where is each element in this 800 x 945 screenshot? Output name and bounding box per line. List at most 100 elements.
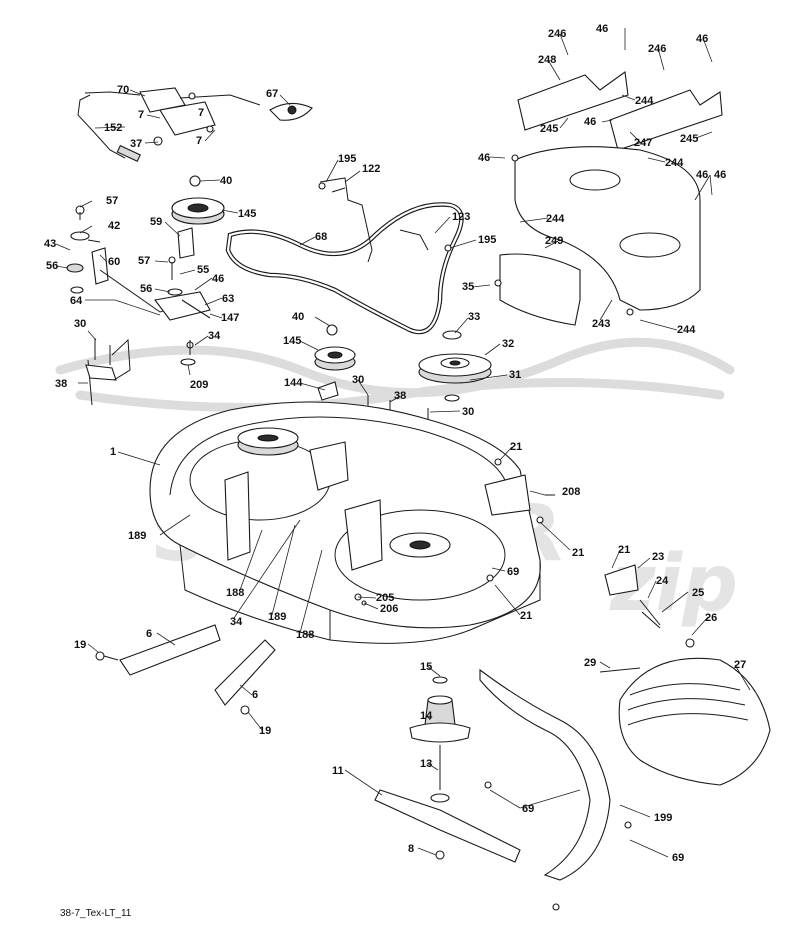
callout-40-b: 40	[292, 311, 304, 323]
callout-152: 152	[104, 122, 122, 134]
callout-243: 243	[592, 318, 610, 330]
callout-249: 249	[545, 235, 563, 247]
callout-206: 206	[380, 603, 398, 615]
callout-46-e: 46	[696, 169, 708, 181]
callout-25: 25	[692, 587, 704, 599]
callout-21-c: 21	[618, 544, 630, 556]
callout-246: 246	[548, 28, 566, 40]
belt-covers	[494, 71, 723, 326]
callout-145-b: 145	[283, 335, 301, 347]
callout-23: 23	[652, 551, 664, 563]
callout-32: 32	[502, 338, 514, 350]
callout-labels: 70 67 7 7 152 37 7 40 145 57 42 43 60 56…	[44, 23, 746, 864]
callout-122: 122	[362, 163, 380, 175]
callout-69: 69	[507, 566, 519, 578]
callout-30-b: 30	[352, 374, 364, 386]
mower-deck	[149, 401, 555, 644]
callout-57-b: 57	[138, 255, 150, 267]
callout-145: 145	[238, 208, 256, 220]
callout-30-c: 30	[462, 406, 474, 418]
callout-24: 24	[656, 575, 669, 587]
callout-43: 43	[44, 238, 56, 250]
callout-199: 199	[654, 812, 672, 824]
callout-19: 19	[74, 639, 86, 651]
lift-cable-assembly	[77, 87, 313, 163]
callout-40: 40	[220, 175, 232, 187]
callout-147: 147	[221, 312, 239, 324]
spindle-blade-assembly	[374, 676, 521, 863]
callout-244: 244	[635, 95, 654, 107]
callout-245: 245	[540, 123, 558, 135]
callout-46-a: 46	[596, 23, 608, 35]
callout-7: 7	[196, 135, 202, 147]
callout-244-b: 244	[665, 157, 684, 169]
callout-195: 195	[338, 153, 356, 165]
callout-56: 56	[46, 260, 58, 272]
callout-209: 209	[190, 379, 208, 391]
callout-246-b: 246	[648, 43, 666, 55]
callout-46-b: 46	[696, 33, 708, 45]
callout-15: 15	[420, 661, 432, 673]
callout-7: 7	[138, 109, 144, 121]
callout-67: 67	[266, 88, 278, 100]
callout-195-b: 195	[478, 234, 496, 246]
leader-lines	[55, 28, 751, 858]
callout-69-b: 69	[522, 803, 534, 815]
callout-6-b: 6	[252, 689, 258, 701]
callout-7-b: 7	[198, 107, 204, 119]
callout-205: 205	[376, 592, 394, 604]
callout-69-c: 69	[672, 852, 684, 864]
callout-56-b: 56	[140, 283, 152, 295]
callout-189-b: 189	[268, 611, 286, 623]
callout-30: 30	[74, 318, 86, 330]
discharge-chute	[599, 564, 771, 786]
callout-64: 64	[70, 295, 83, 307]
callout-31: 31	[509, 369, 521, 381]
callout-188-b: 188	[296, 629, 314, 641]
callout-38: 38	[55, 378, 67, 390]
callout-33: 33	[468, 311, 480, 323]
callout-55: 55	[197, 264, 209, 276]
callout-46: 46	[212, 273, 224, 285]
callout-21: 21	[510, 441, 522, 453]
callout-70: 70	[117, 84, 129, 96]
callout-21-b: 21	[572, 547, 584, 559]
footer-code: 38-7_Tex-LT_11	[60, 908, 132, 919]
callout-245-b: 245	[680, 133, 698, 145]
callout-13: 13	[420, 758, 432, 770]
callout-46-c: 46	[584, 116, 596, 128]
callout-26: 26	[705, 612, 717, 624]
blade-guard	[479, 668, 632, 911]
callout-63: 63	[222, 293, 234, 305]
callout-57: 57	[106, 195, 118, 207]
callout-37: 37	[130, 138, 142, 150]
callout-248: 248	[538, 54, 556, 66]
callout-19-b: 19	[259, 725, 271, 737]
callout-144: 144	[284, 377, 303, 389]
callout-35: 35	[462, 281, 474, 293]
idler-arm-assembly	[66, 175, 225, 366]
callout-68: 68	[315, 231, 327, 243]
callout-38-b: 38	[394, 390, 406, 402]
callout-208: 208	[562, 486, 580, 498]
callout-14: 14	[420, 710, 433, 722]
callout-189: 189	[128, 530, 146, 542]
deck-hangers	[95, 624, 276, 715]
callout-59: 59	[150, 216, 162, 228]
callout-27: 27	[734, 659, 746, 671]
callout-1: 1	[110, 446, 116, 458]
callout-34-b: 34	[230, 616, 243, 628]
callout-188: 188	[226, 587, 244, 599]
callout-11: 11	[332, 765, 344, 777]
callout-247: 247	[634, 137, 652, 149]
deck-bracket-left	[85, 338, 131, 406]
callout-244-d: 244	[677, 324, 696, 336]
callout-123: 123	[452, 211, 470, 223]
callout-46-f: 46	[714, 169, 726, 181]
callout-42: 42	[108, 220, 120, 232]
callout-21-d: 21	[520, 610, 532, 622]
callout-244-c: 244	[546, 213, 565, 225]
callout-29: 29	[584, 657, 596, 669]
